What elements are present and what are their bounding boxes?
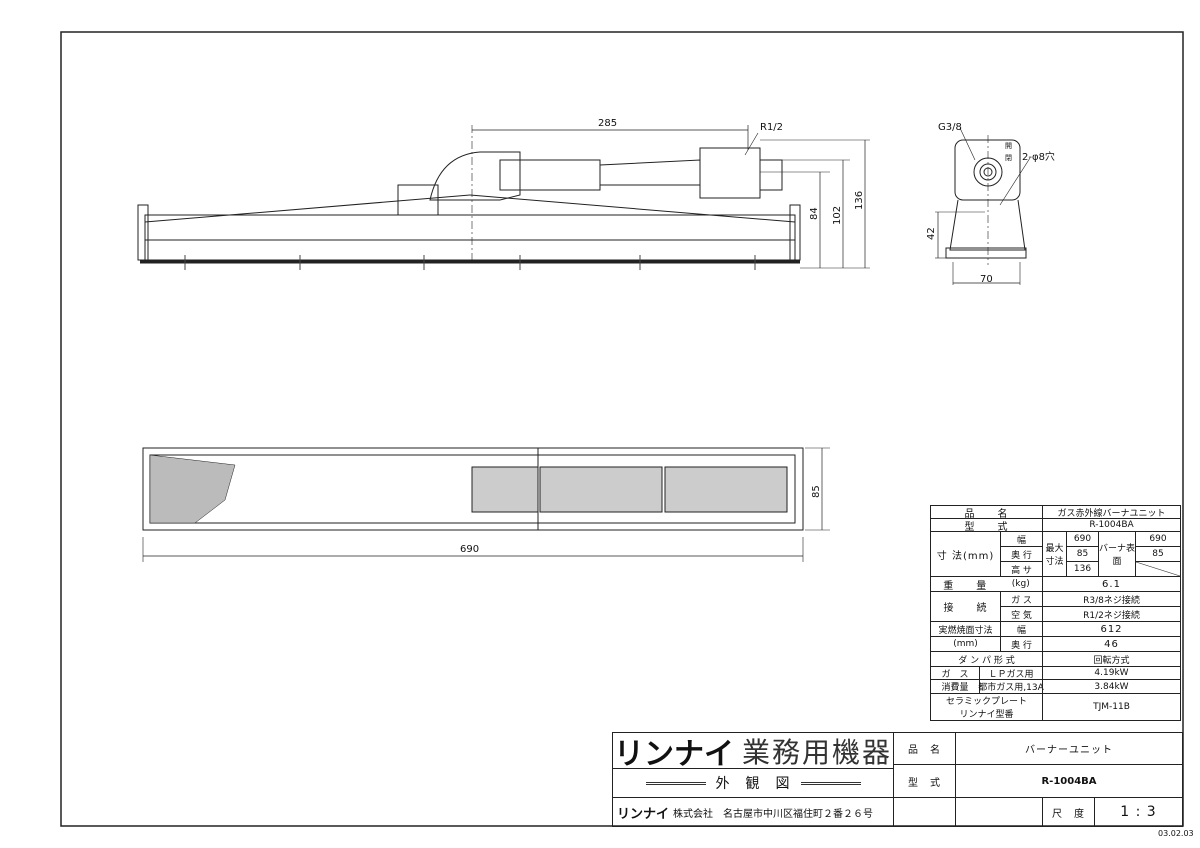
dim-136: 136 <box>854 191 865 210</box>
brand-logo: リンナイ業務用機器 <box>612 732 894 772</box>
company-brand: リンナイ <box>617 806 670 822</box>
dim-85: 85 <box>811 485 822 498</box>
gas-thread-label: G3/8 <box>938 122 962 133</box>
open-label: 開 <box>1005 142 1012 150</box>
gas-cons-label: ガ ス <box>930 666 980 680</box>
dims-label: 寸 法(mm) <box>930 531 1001 577</box>
top-view: 690 85 <box>142 447 830 562</box>
burn-surface-unit: (mm) <box>930 636 1001 652</box>
burner-surface-label: バーナ表面 <box>1098 531 1136 577</box>
holes-label: 2-φ8穴 <box>1022 150 1055 163</box>
brand-name: リンナイ <box>613 736 734 772</box>
weight-value: 6.1 <box>1042 576 1181 592</box>
conn-gas-value: R3/8ネジ接続 <box>1042 591 1181 607</box>
burner-width: 690 <box>1135 531 1181 547</box>
drawing-type-label: 外 観 図 <box>715 776 791 792</box>
blank-cell-2 <box>955 797 1043 827</box>
burner-height-na <box>1135 561 1181 577</box>
dim-285: 285 <box>598 118 617 129</box>
model-value-tb: R-1004BA <box>955 764 1183 798</box>
lp-gas-label: ＬＰガス用 <box>979 666 1043 680</box>
dim-70: 70 <box>980 274 993 285</box>
company-address: 株式会社 名古屋市中川区福住町２番２６号 <box>673 808 874 820</box>
name-value: バーナーユニット <box>955 732 1183 765</box>
dim-84: 84 <box>809 207 820 220</box>
burn-width-label: 幅 <box>1000 621 1043 637</box>
end-view: G3/8 2-φ8穴 開 閉 42 70 <box>926 122 1055 285</box>
dim-690: 690 <box>460 544 479 555</box>
max-height: 136 <box>1066 561 1099 577</box>
burn-width: 612 <box>1042 621 1181 637</box>
scale-label: 尺 度 <box>1042 797 1095 827</box>
dim-42: 42 <box>926 227 937 240</box>
product-name: ガス赤外線バーナユニット <box>1042 505 1181 519</box>
burn-depth: 46 <box>1042 636 1181 652</box>
weight-label-cell: 重 量 (kg) <box>930 576 1043 592</box>
damper-value: 回転方式 <box>1042 651 1181 667</box>
model-label: 型 式 <box>930 518 1043 533</box>
dim-102: 102 <box>832 206 843 225</box>
ceramic-label: セラミックプレートリンナイ型番 <box>930 693 1043 721</box>
connection-label: 接 続 <box>930 591 1001 622</box>
max-dims-label: 最大寸法 <box>1042 531 1067 577</box>
max-depth: 85 <box>1066 546 1099 562</box>
model-label-tb: 型 式 <box>893 764 956 798</box>
side-view: 285 R1/2 84 102 136 <box>137 118 870 270</box>
city-gas-value: 3.84kW <box>1042 679 1181 694</box>
height-label: 高 サ <box>1000 561 1043 577</box>
ceramic-value: TJM-11B <box>1042 693 1181 721</box>
city-gas-label: 都市ガス用,13A <box>978 679 1044 694</box>
ceramic-label-1: セラミックプレート <box>945 697 1027 707</box>
damper-label: ダ ン パ 形 式 <box>930 651 1043 667</box>
close-label: 閉 <box>1005 154 1012 162</box>
weight-label: 重 量 <box>943 580 988 592</box>
ceramic-label-2: リンナイ型番 <box>959 710 1014 720</box>
lp-gas-value: 4.19kW <box>1042 666 1181 680</box>
burn-surface-label: 実燃焼面寸法 <box>930 621 1001 637</box>
burner-depth: 85 <box>1135 546 1181 562</box>
brand-sub: 業務用機器 <box>741 735 892 769</box>
width-label: 幅 <box>1000 531 1043 547</box>
conn-air-value: R1/2ネジ接続 <box>1042 606 1181 622</box>
conn-gas-label: ガ ス <box>1000 591 1043 607</box>
blank-cell <box>893 797 956 827</box>
conn-air-label: 空 気 <box>1000 606 1043 622</box>
gas-cons-label-2: 消費量 <box>930 679 980 694</box>
drawing-type: 外 観 図 <box>612 768 894 798</box>
company-info: リンナイ株式会社 名古屋市中川区福住町２番２６号 <box>612 797 894 827</box>
model-value: R-1004BA <box>1042 518 1181 532</box>
revision-date: 03.02.03 <box>1158 829 1194 838</box>
depth-label: 奥 行 <box>1000 546 1043 562</box>
pipe-thread-label: R1/2 <box>760 122 783 133</box>
weight-unit: (kg) <box>1011 579 1030 589</box>
max-width: 690 <box>1066 531 1099 547</box>
scale-value: 1 : 3 <box>1094 797 1183 827</box>
burn-depth-label: 奥 行 <box>1000 636 1043 652</box>
name-label: 品 名 <box>893 732 956 765</box>
